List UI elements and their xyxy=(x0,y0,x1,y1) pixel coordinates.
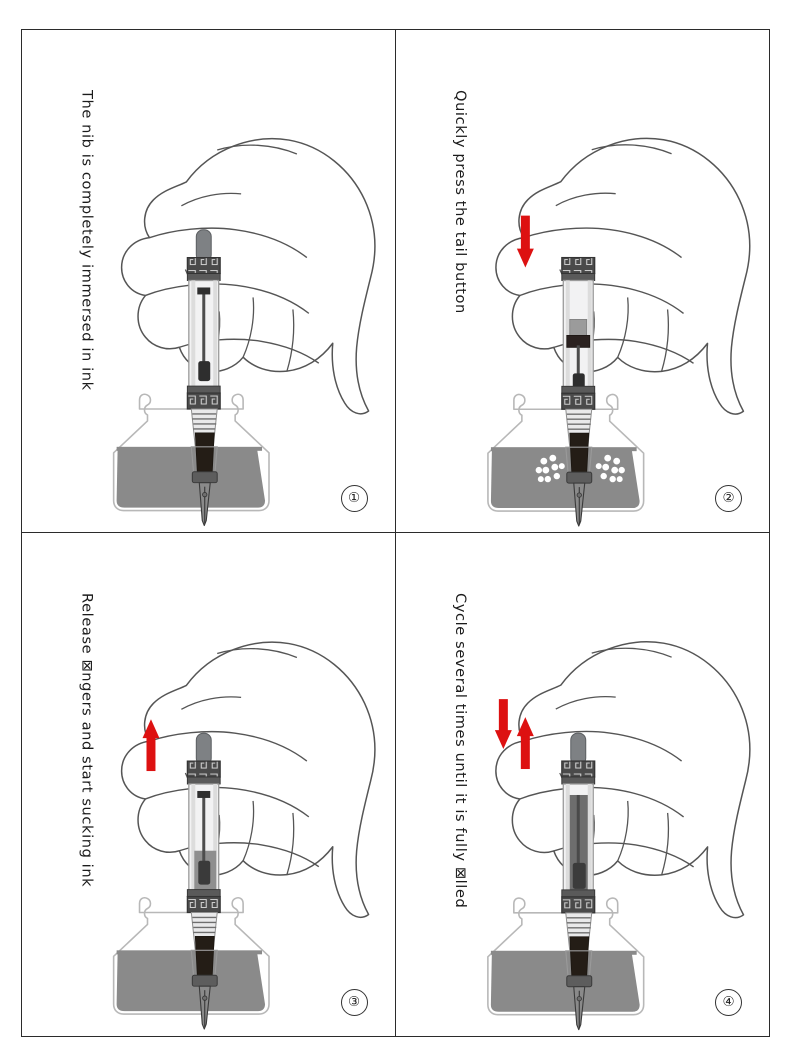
arrow-down-icon xyxy=(516,215,534,268)
hand-3 xyxy=(120,641,376,918)
panel-2-step-number: ② xyxy=(715,485,742,512)
hand-2 xyxy=(494,137,751,415)
panel-4-caption: Cycle several times until it is fully ⊠l… xyxy=(452,593,470,909)
panel-3-caption: Release ⊠ngers and start sucking ink xyxy=(78,593,96,888)
instruction-panel-4: Cycle several times until it is fully ⊠l… xyxy=(396,533,770,1036)
panel-grid: The nib is completely immersed in ink ① xyxy=(21,29,770,1037)
arrow-up-icon xyxy=(142,719,160,772)
panel-3-illustration xyxy=(22,533,395,1036)
fountain-pen-1 xyxy=(186,229,221,527)
air-bubbles xyxy=(535,454,625,483)
instruction-panel-2: Quickly press the tail button ② xyxy=(395,30,770,533)
instruction-panel-3: Release ⊠ngers and start sucking ink ③ xyxy=(22,533,396,1036)
fountain-pen-2 xyxy=(560,256,595,527)
panel-2-illustration xyxy=(396,30,770,532)
arrow-down-icon xyxy=(494,699,512,750)
panel-1-step-number: ① xyxy=(340,485,368,512)
panel-4-step-number: ④ xyxy=(715,989,742,1016)
panel-3-step-number: ③ xyxy=(340,989,368,1016)
arrow-up-icon xyxy=(516,717,534,770)
instruction-panel-1: The nib is completely immersed in ink ① xyxy=(22,30,396,533)
hand-4 xyxy=(494,641,751,919)
fountain-pen-4 xyxy=(560,732,595,1031)
panel-1-illustration xyxy=(22,30,395,532)
panel-1-caption: The nib is completely immersed in ink xyxy=(78,90,96,391)
fountain-pen-3 xyxy=(186,732,221,1030)
panel-4-illustration xyxy=(396,533,770,1036)
panel-2-caption: Quickly press the tail button xyxy=(452,90,470,314)
